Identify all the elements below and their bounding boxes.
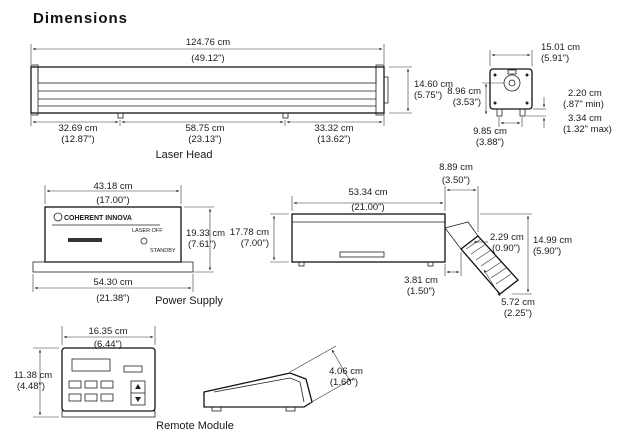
hose-length-in: (2.25")	[504, 308, 532, 319]
end-beam-in: (3.53")	[453, 97, 481, 108]
remote-side-foot	[211, 406, 222, 412]
page-title: Dimensions	[33, 10, 128, 27]
hose-offset-in: (1.50")	[407, 286, 435, 297]
laser-head-end-body	[489, 68, 533, 110]
hose-offset-cm: 3.81 cm	[404, 275, 438, 286]
hose-length-cm: 5.72 cm	[501, 297, 535, 308]
hose-drop-in: (5.90")	[533, 246, 561, 257]
laser-head-seg1-in: (12.87")	[61, 134, 94, 145]
ps-depth-in: (21.38")	[96, 293, 129, 304]
hose-reach-in: (3.50")	[442, 175, 470, 186]
foot-max-in: (1.32" max)	[563, 124, 612, 135]
remote-key[interactable]	[68, 380, 82, 389]
laser-head-seg2-cm: 58.75 cm	[185, 123, 224, 134]
laser-head-length-cm: 124.76 cm	[186, 37, 230, 48]
hose-diameter-cm: 2.29 cm	[490, 232, 524, 243]
ps-height-cm: 19.33 cm	[186, 228, 225, 239]
ps-width-in: (17.00")	[96, 195, 129, 206]
laser-head-end: 15.01 cm (5.91") 8.96 cm (3.53") 2.20 cm…	[447, 42, 612, 148]
remote-module-caption: Remote Module	[156, 420, 234, 432]
remote-height-in: (4.48")	[17, 381, 45, 392]
power-supply-front: COHERENT INNOVA LASER OFF STANDBY 43.18 …	[32, 181, 225, 307]
remote-display	[71, 358, 111, 372]
feet-spacing-cm: 9.85 cm	[473, 126, 507, 137]
ps-height-in: (7.61")	[188, 239, 216, 250]
power-supply-caption: Power Supply	[155, 295, 223, 307]
remote-key[interactable]	[100, 380, 114, 389]
key-switch	[140, 237, 148, 245]
remote-side-body	[203, 372, 313, 408]
side-length-in: (21.00")	[351, 202, 384, 213]
side-foot	[427, 261, 434, 267]
side-height-in: (7.00")	[241, 238, 269, 249]
hose-drop-cm: 14.99 cm	[533, 235, 572, 246]
hose-diameter-in: (0.90")	[492, 243, 520, 254]
end-width-in: (5.91")	[541, 53, 569, 64]
remote-indicator	[123, 365, 143, 373]
label-standby: STANDBY	[150, 248, 176, 254]
laser-head-seg2-in: (23.13")	[188, 134, 221, 145]
laser-head-height-cm: 14.60 cm	[414, 79, 453, 90]
remote-depth-cm: 4.06 cm	[329, 366, 363, 377]
laser-head-foot	[117, 112, 124, 119]
power-supply-vent	[68, 238, 102, 242]
remote-key[interactable]	[84, 393, 98, 402]
hose-reach-cm: 8.89 cm	[439, 162, 473, 173]
laser-head-seg3-cm: 33.32 cm	[314, 123, 353, 134]
remote-module-body	[61, 347, 156, 412]
side-height-cm: 17.78 cm	[230, 227, 269, 238]
laser-head-caption: Laser Head	[156, 149, 213, 161]
foot-max-cm: 3.34 cm	[568, 113, 602, 124]
ps-depth-cm: 54.30 cm	[93, 277, 132, 288]
arrow-up-icon	[135, 384, 141, 389]
ps-width-cm: 43.18 cm	[93, 181, 132, 192]
laser-head-front: 124.76 cm (49.12") 14.60 cm (5.75") 32.6…	[30, 37, 453, 161]
remote-width-cm: 16.35 cm	[88, 326, 127, 337]
remote-depth-in: (1.60")	[330, 377, 358, 388]
laser-head-seg1-cm: 32.69 cm	[58, 123, 97, 134]
arrow-down-icon	[135, 397, 141, 402]
remote-height-cm: 11.38 cm	[14, 370, 52, 381]
label-laser-off: LASER OFF	[132, 228, 163, 234]
remote-module-front: 16.35 cm (6.44") 11.38 cm (4.48") Remote…	[14, 326, 234, 432]
feet-spacing-in: (3.88")	[476, 137, 504, 148]
foot-min-cm: 2.20 cm	[568, 88, 602, 99]
laser-head-length-in: (49.12")	[191, 53, 224, 64]
remote-key[interactable]	[84, 380, 98, 389]
laser-head-height-in: (5.75")	[414, 90, 442, 101]
end-width-cm: 15.01 cm	[541, 42, 580, 53]
laser-head-foot	[282, 112, 289, 119]
remote-module-side: 4.06 cm (1.60")	[203, 345, 363, 412]
remote-side-foot	[285, 406, 296, 412]
foot-min-in: (.87" min)	[563, 99, 604, 110]
side-foot	[298, 261, 305, 267]
laser-head-seg3-in: (13.62")	[317, 134, 350, 145]
power-supply-side: 53.34 cm (21.00") 17.78 cm (7.00") 8.89 …	[230, 162, 572, 319]
coherent-logo	[53, 212, 63, 222]
side-length-cm: 53.34 cm	[348, 187, 387, 198]
power-supply-side-body	[291, 213, 446, 263]
remote-width-in: (6.44")	[94, 339, 122, 350]
beam-aperture	[503, 74, 521, 92]
power-supply-brand: COHERENT INNOVA	[64, 215, 132, 222]
remote-key[interactable]	[68, 393, 82, 402]
end-beam-cm: 8.96 cm	[447, 86, 481, 97]
remote-key[interactable]	[100, 393, 114, 402]
